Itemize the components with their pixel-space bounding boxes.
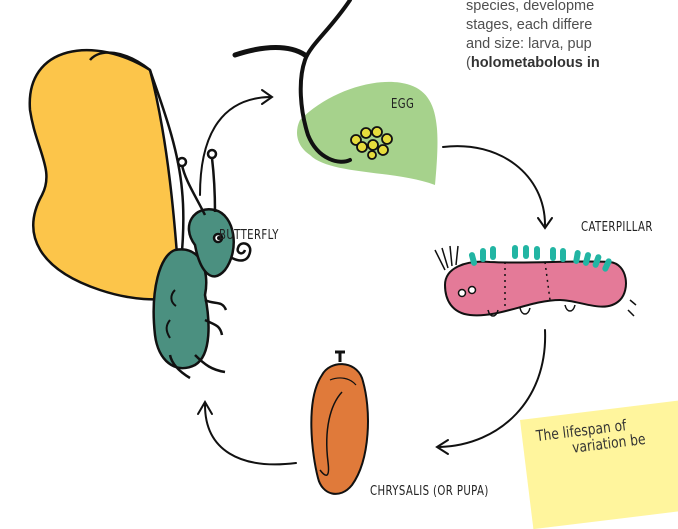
label-chrysalis: CHRYSALIS (OR PUPA) [370, 484, 489, 499]
label-egg: EGG [391, 97, 414, 112]
paragraph-line-1: species, developme [466, 0, 678, 16]
paragraph-line-2: stages, each differe [466, 16, 678, 35]
paragraph-line-3: and size: larva, pup [466, 35, 678, 54]
intro-paragraph: species, developme stages, each differe … [466, 0, 678, 73]
butterfly-wings [30, 50, 184, 299]
paragraph-line-4: (holometabolous in [466, 54, 678, 73]
note-text: The lifespan of variation be [535, 415, 646, 460]
label-caterpillar: CATERPILLAR [581, 220, 653, 235]
label-butterfly: BUTTERFLY [219, 228, 279, 243]
chrysalis [311, 352, 368, 494]
caterpillar [435, 245, 636, 316]
paragraph-bold-term: holometabolous in [471, 55, 600, 71]
